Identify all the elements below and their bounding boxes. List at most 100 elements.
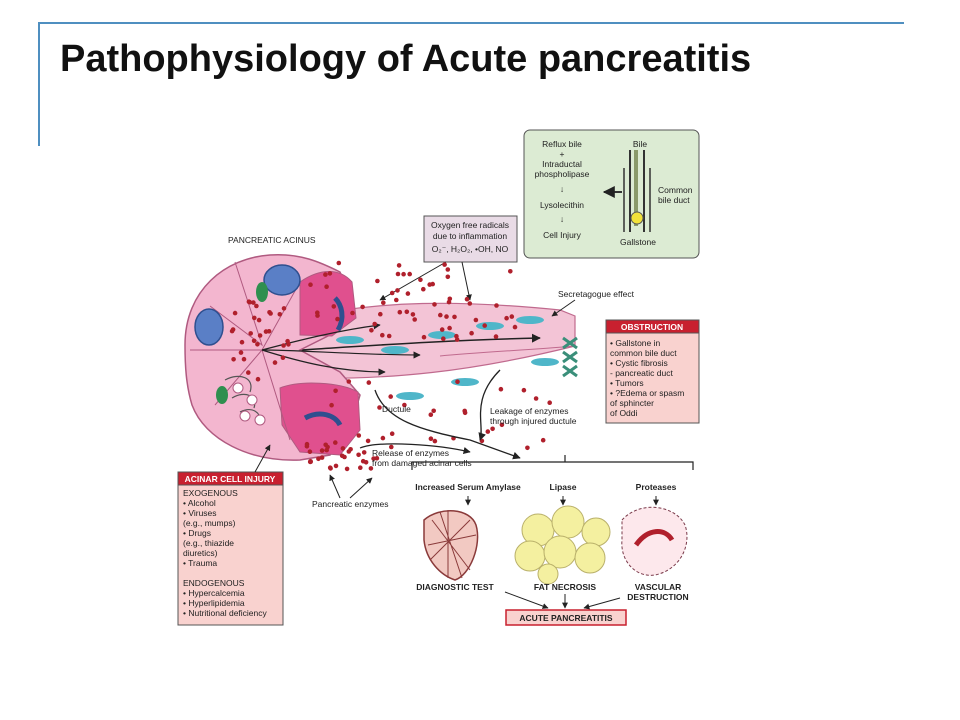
duct-nucleus	[531, 358, 559, 366]
enzyme-dot	[494, 303, 499, 308]
pancreatic-enzymes-label: Pancreatic enzymes	[312, 499, 389, 509]
enzyme-dot	[377, 405, 382, 410]
acute-pancreatitis-label: ACUTE PANCREATITIS	[519, 613, 613, 623]
enzyme-dot	[323, 272, 328, 277]
acinar-injury-title: ACINAR CELL INJURY	[185, 474, 276, 484]
obstruction-title: OBSTRUCTION	[621, 322, 683, 332]
enzyme-dot	[490, 426, 495, 432]
enzyme-dot	[498, 386, 504, 392]
enzyme-dot	[512, 324, 518, 330]
enzyme-dot	[444, 314, 449, 319]
enzyme-dot	[307, 449, 313, 455]
enzyme-dot	[238, 350, 244, 355]
bile-flow-line: Reflux bile	[542, 139, 582, 149]
common-bile-duct-drawing	[602, 150, 651, 232]
enzyme-dot	[445, 274, 451, 280]
acinar-injury-line: (e.g., thiazide	[183, 538, 234, 548]
enzyme-dot	[525, 445, 530, 451]
obstruction-item: • Gallstone in	[610, 338, 660, 348]
enzyme-dot	[340, 446, 346, 451]
pancreatic-duct	[260, 302, 576, 400]
enzyme-dot	[533, 396, 539, 401]
title-frame-left-rule	[38, 22, 40, 146]
enzyme-dot	[344, 466, 350, 472]
common-bile-duct-label: Common	[658, 185, 693, 195]
acinar-injury-line: • Alcohol	[183, 498, 216, 508]
acinar-injury-lines: EXOGENOUS• Alcohol• Viruses (e.g., mumps…	[183, 488, 268, 618]
fat-necrosis-drawing	[514, 505, 611, 585]
bile-flow-text: Reflux bile + Intraductal phospholipase …	[535, 139, 590, 240]
enzyme-dot	[255, 376, 261, 382]
bile-flow-line: ↓	[560, 214, 564, 224]
enzyme-dot	[339, 453, 345, 459]
vascular-destruction-label: DESTRUCTION	[627, 592, 688, 602]
enzyme-dot	[252, 315, 257, 321]
obstruction-item: of Oddi	[610, 408, 638, 418]
bile-label: Bile	[633, 139, 647, 149]
enzyme-dot	[509, 314, 515, 319]
enzyme-dot	[547, 400, 552, 406]
enzyme-dot	[356, 433, 362, 438]
enzyme-dot	[410, 312, 416, 317]
leakage-label: through injured ductule	[490, 416, 577, 426]
common-bile-duct-label: bile duct	[658, 195, 690, 205]
enzyme-dot	[329, 402, 334, 408]
pancreatic-acinus-label: PANCREATIC ACINUS	[228, 235, 316, 245]
enzyme-dot	[324, 284, 329, 290]
enzyme-dot	[308, 282, 313, 288]
enzyme-dot	[281, 306, 287, 311]
release-label: from damaged acinar cells	[372, 458, 472, 468]
enzyme-dot	[421, 286, 426, 292]
enzyme-dot	[412, 317, 418, 322]
enzyme-dot	[482, 323, 488, 328]
oxygen-line: Oxygen free radicals	[431, 220, 509, 230]
enzyme-dot	[404, 309, 410, 315]
enzyme-dot	[281, 343, 286, 348]
amylase-tissue-drawing	[423, 509, 479, 581]
gallstone-label: Gallstone	[620, 237, 656, 247]
duct-nucleus	[451, 378, 479, 386]
enzyme-dot	[333, 388, 338, 394]
enzyme-dot	[462, 410, 468, 416]
enzyme-dot	[418, 277, 423, 283]
enzyme-dot	[308, 459, 313, 464]
enzyme-dot	[333, 463, 339, 469]
enzyme-dot	[369, 328, 374, 333]
obstruction-item: • Tumors	[610, 378, 644, 388]
enzyme-dot	[229, 328, 235, 334]
enzyme-dot	[378, 311, 383, 317]
enzyme-dot	[232, 310, 238, 316]
acinar-injury-line: • Nutritional deficiency	[183, 608, 268, 618]
obstruction-item: • Cystic fibrosis	[610, 358, 668, 368]
enzyme-dot	[268, 311, 273, 316]
enzyme-dot	[421, 334, 427, 340]
enzyme-dot	[361, 450, 367, 455]
gallstone-shape	[630, 211, 644, 225]
acinar-injury-line: • Drugs	[183, 528, 211, 538]
enzyme-dot	[508, 269, 513, 274]
mitochondrion	[216, 386, 228, 404]
enzyme-dot	[540, 437, 546, 443]
duct-nucleus	[428, 331, 456, 339]
enzyme-dot	[464, 296, 470, 302]
enzyme-dot	[405, 291, 411, 296]
duct-nucleus	[476, 322, 504, 330]
enzyme-dot	[396, 263, 402, 268]
enzyme-dot	[380, 332, 385, 338]
enzyme-dot	[254, 303, 259, 309]
enzyme-dot	[394, 297, 399, 303]
enzyme-dot	[388, 394, 394, 399]
enzyme-dot	[358, 465, 363, 471]
enzyme-dot	[247, 299, 253, 305]
enzyme-dot	[255, 342, 260, 347]
acinar-injury-line: • Hyperlipidemia	[183, 598, 245, 608]
enzyme-dot	[331, 304, 337, 309]
enzyme-dot	[402, 402, 407, 408]
enzyme-dot	[272, 360, 278, 365]
enzyme-dot	[397, 309, 403, 315]
acinar-injury-line: • Viruses	[183, 508, 217, 518]
duct-nucleus	[336, 336, 364, 344]
acinar-nucleus	[194, 308, 224, 346]
enzyme-dot	[251, 338, 257, 344]
enzyme-dot	[469, 330, 474, 336]
